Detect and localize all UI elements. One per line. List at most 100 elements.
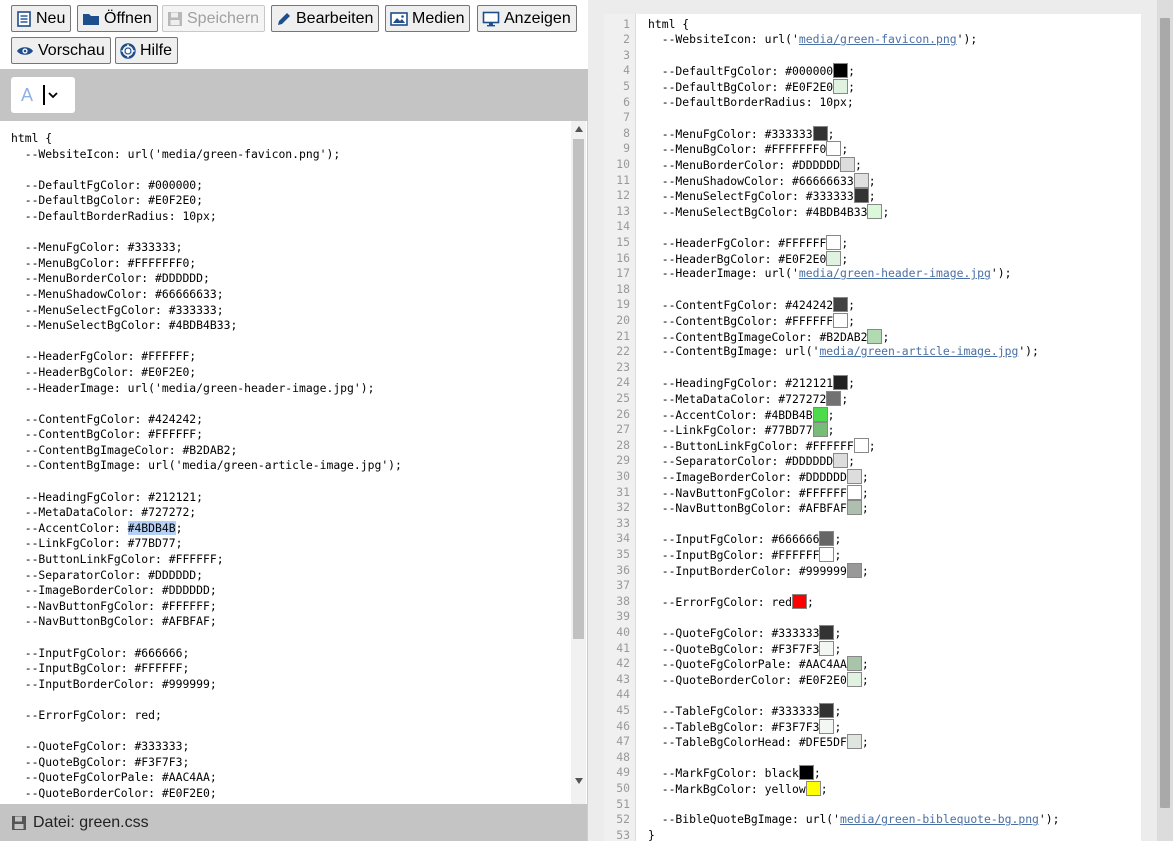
editor-scrollbar-thumb[interactable] <box>573 139 584 639</box>
monitor-icon <box>482 11 500 26</box>
view-button[interactable]: Anzeigen <box>477 5 577 32</box>
editor-line <box>11 630 402 646</box>
preview-line: 23 <box>604 360 1141 376</box>
preview-code: --TableBgColor: #F3F7F3; <box>648 718 842 734</box>
color-swatch <box>867 203 883 219</box>
preview-line: 50 --MarkBgColor: yellow; <box>604 780 1141 797</box>
line-number: 14 <box>616 219 630 234</box>
editor-scrollbar[interactable] <box>571 121 586 804</box>
line-number: 13 <box>616 203 630 218</box>
editor-line: --QuoteBorderColor: #E0F2E0; <box>11 785 217 800</box>
open-button-label: Öffnen <box>104 9 152 27</box>
preview-scrollbar[interactable] <box>1157 0 1173 841</box>
edit-button[interactable]: Bearbeiten <box>271 5 380 32</box>
line-number: 39 <box>616 609 630 624</box>
color-swatch <box>846 656 862 672</box>
image-icon <box>390 11 408 26</box>
media-button[interactable]: Medien <box>385 5 471 32</box>
preview-line: 2 --WebsiteIcon: url('media/green-favico… <box>604 32 1141 48</box>
color-swatch <box>805 780 821 796</box>
preview-code: --MarkFgColor: black; <box>648 765 821 781</box>
preview-line: 35 --InputBgColor: #FFFFFF; <box>604 546 1141 563</box>
line-number: 5 <box>623 78 630 93</box>
preview-line: 43 --QuoteBorderColor: #E0F2E0; <box>604 671 1141 688</box>
text-cursor-icon <box>43 85 46 105</box>
editor-line: --HeadingFgColor: #212121; <box>11 489 204 504</box>
editor-pane: Neu Öffnen Speichern Bearbeiten Medien A… <box>0 0 588 841</box>
preview-code: --SeparatorColor: #DDDDDD; <box>648 453 856 469</box>
media-link[interactable]: media/green-favicon.png <box>798 32 957 47</box>
media-link[interactable]: media/green-header-image.jpg <box>798 266 991 281</box>
line-number: 41 <box>616 640 630 655</box>
preview-code: --MenuSelectFgColor: #333333; <box>648 188 876 204</box>
preview-line: 7 <box>604 110 1141 126</box>
color-swatch <box>819 640 835 656</box>
format-dropdown[interactable]: A <box>11 77 75 113</box>
folder-icon <box>83 13 99 25</box>
preview-line: 18 <box>604 282 1141 298</box>
line-number: 36 <box>616 562 630 577</box>
preview-line: 25 --MetaDataColor: #727272; <box>604 390 1141 407</box>
color-swatch <box>846 671 862 687</box>
preview-line: 30 --ImageBorderColor: #DDDDDD; <box>604 468 1141 485</box>
media-link[interactable]: media/green-article-image.jpg <box>819 344 1019 359</box>
save-button-label: Speichern <box>187 9 260 27</box>
preview-line: 22 --ContentBgImage: url('media/green-ar… <box>604 344 1141 360</box>
line-number: 6 <box>623 94 630 109</box>
scroll-down-arrow-icon[interactable] <box>571 773 586 788</box>
line-number-gutter <box>604 14 636 841</box>
preview-line: 9 --MenuBgColor: #FFFFFFF0; <box>604 141 1141 157</box>
line-number: 43 <box>616 671 630 686</box>
save-button[interactable]: Speichern <box>162 5 266 32</box>
media-link[interactable]: media/green-biblequote-bg.png <box>840 812 1039 827</box>
line-number: 10 <box>616 156 630 171</box>
code-editor[interactable]: html { --WebsiteIcon: url('media/green-f… <box>0 121 586 804</box>
preview-code: --NavButtonBgColor: #AFBFAF; <box>648 500 869 516</box>
preview-line: 45 --TableFgColor: #333333; <box>604 702 1141 719</box>
line-number: 51 <box>616 796 630 811</box>
eye-icon <box>17 46 33 55</box>
help-button[interactable]: Hilfe <box>115 37 179 64</box>
line-number: 50 <box>616 780 630 795</box>
line-number: 27 <box>616 422 630 437</box>
editor-line: --DefaultBgColor: #E0F2E0; <box>11 193 204 208</box>
preview-code: --TableFgColor: #333333; <box>648 702 842 718</box>
color-swatch <box>846 562 862 578</box>
preview-code: --DefaultFgColor: #000000; <box>648 63 856 79</box>
preview-code: --ContentBgImage: url('media/green-artic… <box>648 344 1039 359</box>
preview-code: --MenuShadowColor: #66666633; <box>648 172 876 188</box>
save-disk-icon <box>168 11 182 26</box>
open-button[interactable]: Öffnen <box>77 5 158 32</box>
color-swatch <box>798 765 814 781</box>
preview-code: html { <box>648 16 690 31</box>
preview-line: 15 --HeaderFgColor: #FFFFFF; <box>604 234 1141 251</box>
preview-line: 33 <box>604 516 1141 532</box>
color-swatch <box>853 188 869 204</box>
preview-button[interactable]: Vorschau <box>11 37 111 64</box>
editor-line: --LinkFgColor: #77BD77; <box>11 536 183 551</box>
preview-scrollbar-thumb[interactable] <box>1160 18 1170 808</box>
editor-line: --ContentFgColor: #424242; <box>11 411 204 426</box>
editor-line: --SeparatorColor: #DDDDDD; <box>11 567 204 582</box>
line-number: 9 <box>623 141 630 156</box>
color-swatch <box>833 63 849 79</box>
help-button-label: Hilfe <box>140 41 173 59</box>
preview-line: 17 --HeaderImage: url('media/green-heade… <box>604 266 1141 282</box>
editor-line: --NavButtonBgColor: #AFBFAF; <box>11 614 217 629</box>
new-document-icon <box>17 10 31 27</box>
code-editor-text[interactable]: html { --WebsiteIcon: url('media/green-f… <box>11 131 402 802</box>
color-swatch <box>833 297 849 313</box>
preview-code: --InputBorderColor: #999999; <box>648 562 869 578</box>
line-number: 22 <box>616 344 630 359</box>
new-button[interactable]: Neu <box>11 5 72 32</box>
preview-line: 10 --MenuBorderColor: #DDDDDD; <box>604 156 1141 173</box>
scroll-up-arrow-icon[interactable] <box>571 121 586 136</box>
preview-line: 19 --ContentFgColor: #424242; <box>604 297 1141 313</box>
preview-line: 49 --MarkFgColor: black; <box>604 765 1141 781</box>
preview-code: --QuoteFgColor: #333333; <box>648 624 842 640</box>
editor-line: --DefaultFgColor: #000000; <box>11 177 204 192</box>
status-bar: Datei: green.css <box>0 804 587 841</box>
editor-line <box>11 334 402 350</box>
color-swatch <box>826 390 842 406</box>
editor-line: --QuoteFgColor: #333333; <box>11 739 190 754</box>
